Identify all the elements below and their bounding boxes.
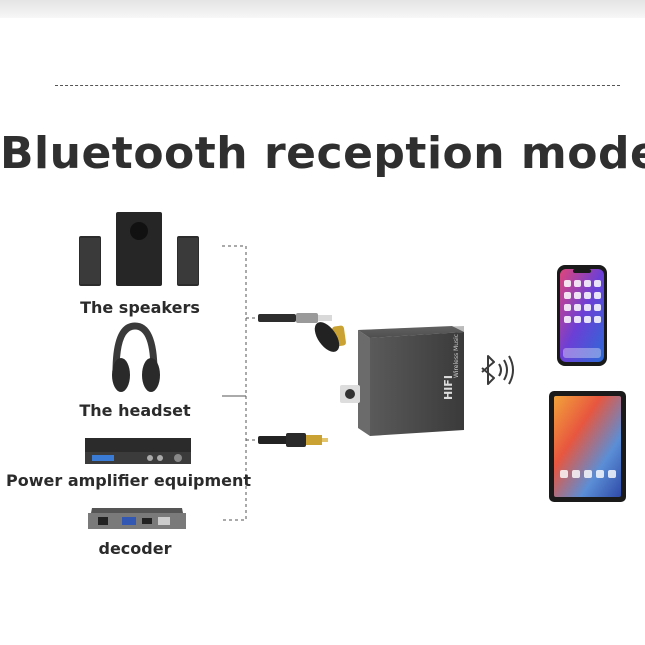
phone-image: [557, 265, 607, 366]
label-speakers: The speakers: [80, 298, 200, 317]
decoder-image: [88, 508, 186, 529]
label-amplifier: Power amplifier equipment: [6, 471, 252, 490]
bluetooth-receiver-image: [314, 322, 464, 436]
bluetooth-signal-icon: [481, 355, 514, 385]
top-band: [0, 0, 645, 18]
page-title: Bluetooth reception mode: [0, 128, 645, 179]
connection-bracket: [222, 245, 258, 521]
label-headset: The headset: [79, 401, 191, 420]
amplifier-image: [85, 438, 191, 464]
receiver-brand-wireless: Wireless Music: [453, 334, 460, 378]
headset-image: [112, 322, 160, 392]
receiver-brand-hifi: HIFI: [442, 375, 455, 400]
header-divider: [55, 85, 620, 86]
speakers-image: [79, 212, 199, 286]
label-decoder: decoder: [98, 539, 172, 558]
rca-cable: [258, 433, 328, 447]
aux-cable: [258, 313, 332, 323]
tablet-image: [549, 391, 626, 502]
